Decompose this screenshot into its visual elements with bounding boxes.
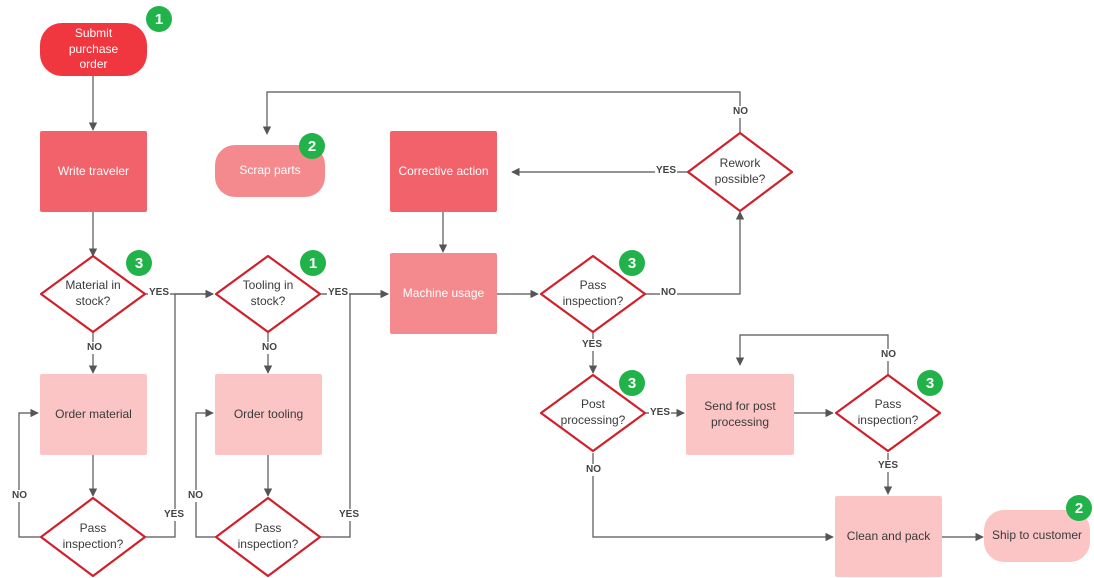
clean-and-pack-node: Clean and pack	[835, 496, 942, 577]
pass-inspection-main-diamond	[539, 254, 647, 334]
edge-label-pass-post-no: NO	[880, 349, 897, 361]
post-processing-label: Post processing?	[560, 397, 626, 427]
pass-inspection-post-diamond	[834, 373, 942, 453]
edge-label-pass-post-yes: YES	[877, 460, 900, 472]
clean-and-pack-label: Clean and pack	[846, 528, 931, 543]
edge-pass-tooling-no	[195, 408, 218, 538]
pass-inspection-material-diamond	[39, 496, 147, 578]
submit-purchase-order-node: Submit purchase order	[40, 23, 147, 76]
pass-inspection-tooling-label: Pass inspection?	[237, 521, 299, 551]
material-in-stock-label: Material in stock?	[65, 278, 121, 308]
rework-possible-label: Rework possible?	[714, 156, 766, 186]
order-tooling-label: Order tooling	[233, 406, 304, 421]
edge-label-pass-tooling-no: NO	[187, 490, 204, 502]
machine-usage-label: Machine usage	[402, 285, 485, 300]
edge-label-tooling-yes: YES	[327, 287, 350, 299]
post-processing-diamond	[539, 373, 647, 453]
edge-pass-material-no	[18, 408, 43, 538]
scrap-parts-label: Scrap parts	[239, 163, 301, 178]
badge-material-in-stock: 3	[126, 250, 152, 276]
badge-post-processing: 3	[619, 370, 645, 396]
edge-label-pass-main-no: NO	[660, 287, 677, 299]
send-for-post-processing-node: Send for post processing	[686, 374, 794, 455]
order-material-node: Order material	[40, 374, 147, 455]
ship-to-customer-label: Ship to customer	[991, 528, 1083, 543]
badge-pass-inspection-main: 3	[619, 250, 645, 276]
corrective-action-node: Corrective action	[390, 131, 497, 212]
edge-post-no	[592, 453, 834, 542]
badge-tooling-in-stock: 1	[300, 250, 326, 276]
write-traveler-node: Write traveler	[40, 131, 147, 212]
order-tooling-node: Order tooling	[215, 374, 322, 455]
edge-label-rework-yes: YES	[655, 165, 678, 177]
edge-label-tooling-no: NO	[261, 342, 278, 354]
edge-pass-material-yes	[145, 289, 214, 538]
badge-submit-order: 1	[146, 6, 172, 32]
edge-label-post-no: NO	[585, 464, 602, 476]
pass-inspection-post-label: Pass inspection?	[857, 397, 919, 427]
badge-pass-inspection-post: 3	[917, 370, 943, 396]
rework-possible-diamond	[686, 131, 794, 213]
pass-inspection-tooling-diamond	[214, 496, 322, 578]
order-material-label: Order material	[55, 406, 132, 421]
send-for-post-processing-label: Send for post processing	[704, 398, 776, 429]
edge-label-material-no: NO	[86, 342, 103, 354]
edge-label-material-yes: YES	[148, 287, 171, 299]
edge-label-pass-main-yes: YES	[581, 339, 604, 351]
edge-label-pass-material-no: NO	[11, 490, 28, 502]
edge-label-pass-tooling-yes: YES	[338, 509, 361, 521]
edge-label-rework-no: NO	[732, 106, 749, 118]
pass-inspection-material-label: Pass inspection?	[62, 521, 124, 551]
tooling-in-stock-diamond	[214, 254, 322, 334]
material-in-stock-diamond	[39, 254, 147, 334]
submit-purchase-order-label: Submit purchase order	[68, 26, 119, 72]
edge-pass-tooling-yes	[320, 289, 389, 538]
pass-inspection-main-label: Pass inspection?	[562, 278, 624, 308]
edge-label-pass-material-yes: YES	[163, 509, 186, 521]
badge-ship-to-customer: 2	[1066, 495, 1092, 521]
tooling-in-stock-label: Tooling in stock?	[242, 278, 294, 308]
edge-label-post-yes: YES	[649, 407, 672, 419]
write-traveler-label: Write traveler	[57, 163, 130, 178]
badge-scrap-parts: 2	[299, 133, 325, 159]
corrective-action-label: Corrective action	[398, 163, 489, 178]
machine-usage-node: Machine usage	[390, 253, 497, 334]
